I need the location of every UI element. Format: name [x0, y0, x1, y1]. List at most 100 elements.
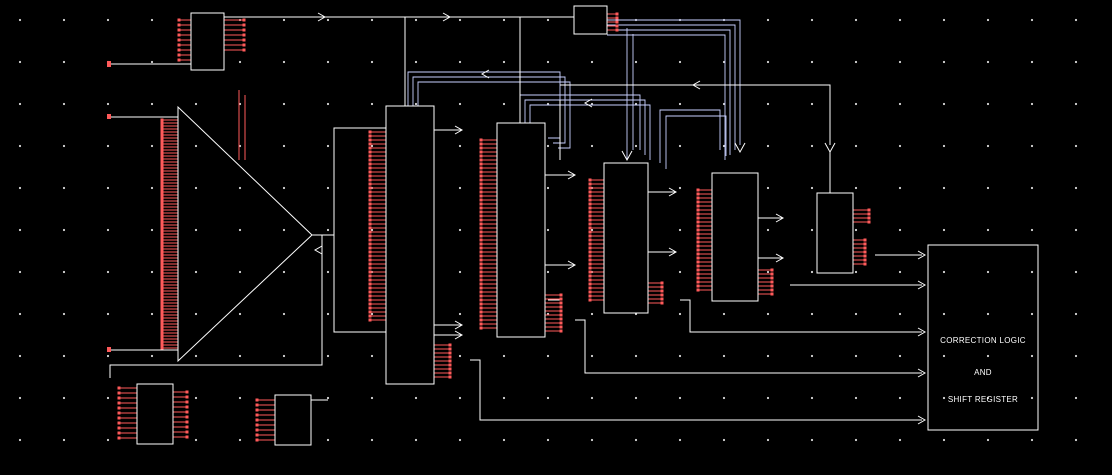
pin-end: [368, 238, 372, 242]
grid-dot: [1030, 270, 1034, 274]
pin-end: [368, 282, 372, 286]
arrow-down-icon: [621, 150, 633, 162]
pin-end: [160, 331, 164, 335]
pin-end: [368, 166, 372, 170]
grid-dot: [810, 102, 814, 106]
grid-dot: [634, 144, 638, 148]
pin-end: [177, 38, 181, 42]
grid-dot: [194, 102, 198, 106]
wire: [560, 84, 831, 145]
pin-end: [177, 23, 181, 27]
pin-end: [177, 33, 181, 37]
bottom-left-block-1: [136, 383, 174, 445]
pin-end: [368, 266, 372, 270]
pin-end: [255, 428, 259, 432]
arrow-right-icon: [917, 327, 927, 337]
pin-end: [863, 250, 867, 254]
grid-dot: [942, 18, 946, 22]
pin-end: [368, 138, 372, 142]
pin-end: [368, 310, 372, 314]
pin-end: [160, 262, 164, 266]
pin-end: [588, 266, 592, 270]
grid-dot: [62, 438, 66, 442]
pin-end: [615, 12, 619, 16]
pin-end: [479, 306, 483, 310]
pin-end: [160, 250, 164, 254]
pin-end: [479, 258, 483, 262]
grid-dot: [766, 102, 770, 106]
pin-end: [588, 290, 592, 294]
grid-dot: [458, 186, 462, 190]
pin-end: [160, 181, 164, 185]
grid-dot: [590, 396, 594, 400]
pin-end: [696, 208, 700, 212]
arrow-right-icon: [567, 170, 577, 180]
pin-end: [160, 334, 164, 338]
grid-dot: [898, 60, 902, 64]
pin-end: [160, 136, 164, 140]
chip-4: [711, 172, 759, 302]
wire: [109, 234, 323, 378]
pin-end: [479, 270, 483, 274]
correction-logic-block[interactable]: CORRECTION LOGIC AND SHIFT REGISTER: [927, 244, 1039, 431]
pin-end: [160, 205, 164, 209]
pin-end: [588, 186, 592, 190]
amplifier-triangle: [177, 105, 313, 363]
pin-end: [117, 396, 121, 400]
grid-dot: [194, 186, 198, 190]
top-small-block: [573, 5, 608, 35]
grid-dot: [194, 270, 198, 274]
pin-end: [160, 169, 164, 173]
grid-dot: [414, 438, 418, 442]
grid-dot: [1074, 312, 1078, 316]
grid-dot: [282, 144, 286, 148]
grid-dot: [18, 186, 22, 190]
bus-line: [659, 109, 721, 163]
pin-end: [863, 242, 867, 246]
grid-dot: [898, 354, 902, 358]
arrow-right-icon: [775, 213, 785, 223]
pin-end: [160, 238, 164, 242]
pin-end: [479, 234, 483, 238]
pin-end: [559, 321, 563, 325]
bus-line: [529, 104, 651, 160]
pin-end: [615, 24, 619, 28]
grid-dot: [194, 354, 198, 358]
arrow-left-icon: [313, 245, 323, 255]
pin-end: [588, 206, 592, 210]
grid-dot: [326, 60, 330, 64]
pin-end: [615, 28, 619, 32]
grid-dot: [898, 396, 902, 400]
grid-dot: [1074, 186, 1078, 190]
pin-end: [242, 18, 246, 22]
pin-end: [185, 430, 189, 434]
grid-dot: [634, 396, 638, 400]
pin-end: [160, 268, 164, 272]
pin-end: [479, 162, 483, 166]
grid-dot: [898, 228, 902, 232]
grid-dot: [546, 60, 550, 64]
pin-end: [479, 294, 483, 298]
grid-dot: [106, 144, 110, 148]
pin-end: [160, 163, 164, 167]
grid-dot: [370, 354, 374, 358]
pin-end: [696, 228, 700, 232]
pin-end: [117, 406, 121, 410]
pin-end: [185, 410, 189, 414]
grid-dot: [766, 186, 770, 190]
pin-end: [696, 288, 700, 292]
grid-dot: [106, 228, 110, 232]
pin-end: [160, 172, 164, 176]
grid-dot: [590, 354, 594, 358]
pin-end: [479, 322, 483, 326]
grid-dot: [854, 186, 858, 190]
pin-end: [368, 174, 372, 178]
grid-dot: [986, 186, 990, 190]
pin-end: [867, 212, 871, 216]
pin-end: [368, 262, 372, 266]
arrow-right-icon: [454, 330, 464, 340]
grid-dot: [106, 186, 110, 190]
pin-end: [160, 214, 164, 218]
grid-dot: [1074, 270, 1078, 274]
